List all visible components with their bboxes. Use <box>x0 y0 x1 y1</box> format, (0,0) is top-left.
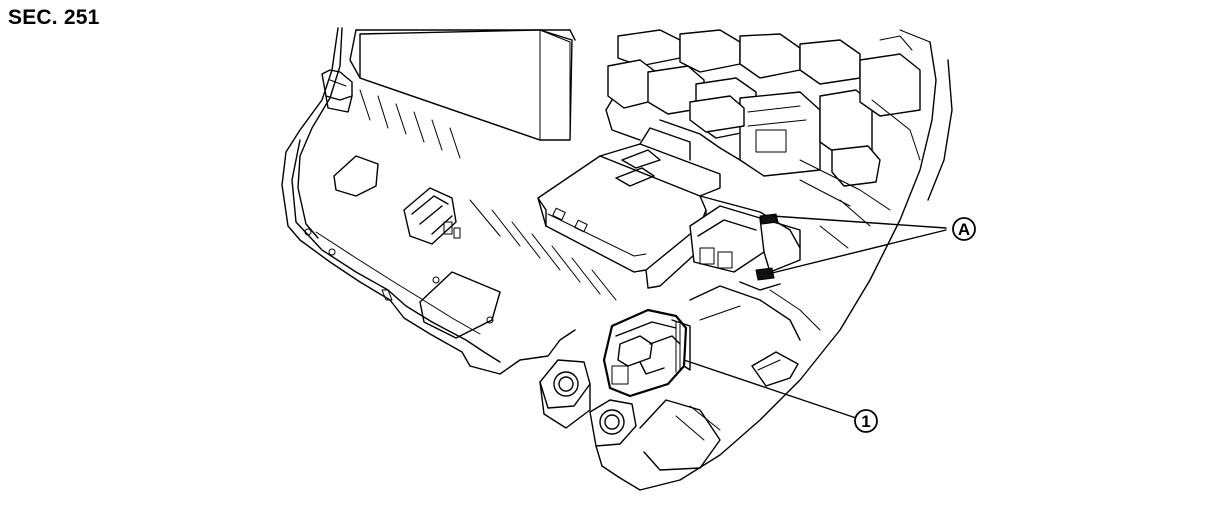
glovebox-opening <box>359 29 573 141</box>
panel-rib-lines <box>359 89 617 301</box>
callout-a-label: A <box>958 220 970 239</box>
relay-connector <box>689 205 801 291</box>
mounting-bolts <box>539 359 637 479</box>
harness-connector-1 <box>602 308 691 398</box>
harness-clip <box>403 187 461 245</box>
callout-1-leader <box>683 359 857 419</box>
right-panel-lines <box>769 159 891 331</box>
callout-a-marker: A <box>952 217 976 241</box>
junction-block-connectors <box>605 29 921 187</box>
callout-1-marker: 1 <box>854 409 878 433</box>
panel-openings <box>304 155 501 339</box>
callout-1-label: 1 <box>861 412 870 431</box>
section-label: SEC. 251 <box>8 6 100 29</box>
lower-panel-details <box>639 285 801 471</box>
side-bracket <box>321 69 353 113</box>
callout-a-leaders <box>767 215 947 275</box>
